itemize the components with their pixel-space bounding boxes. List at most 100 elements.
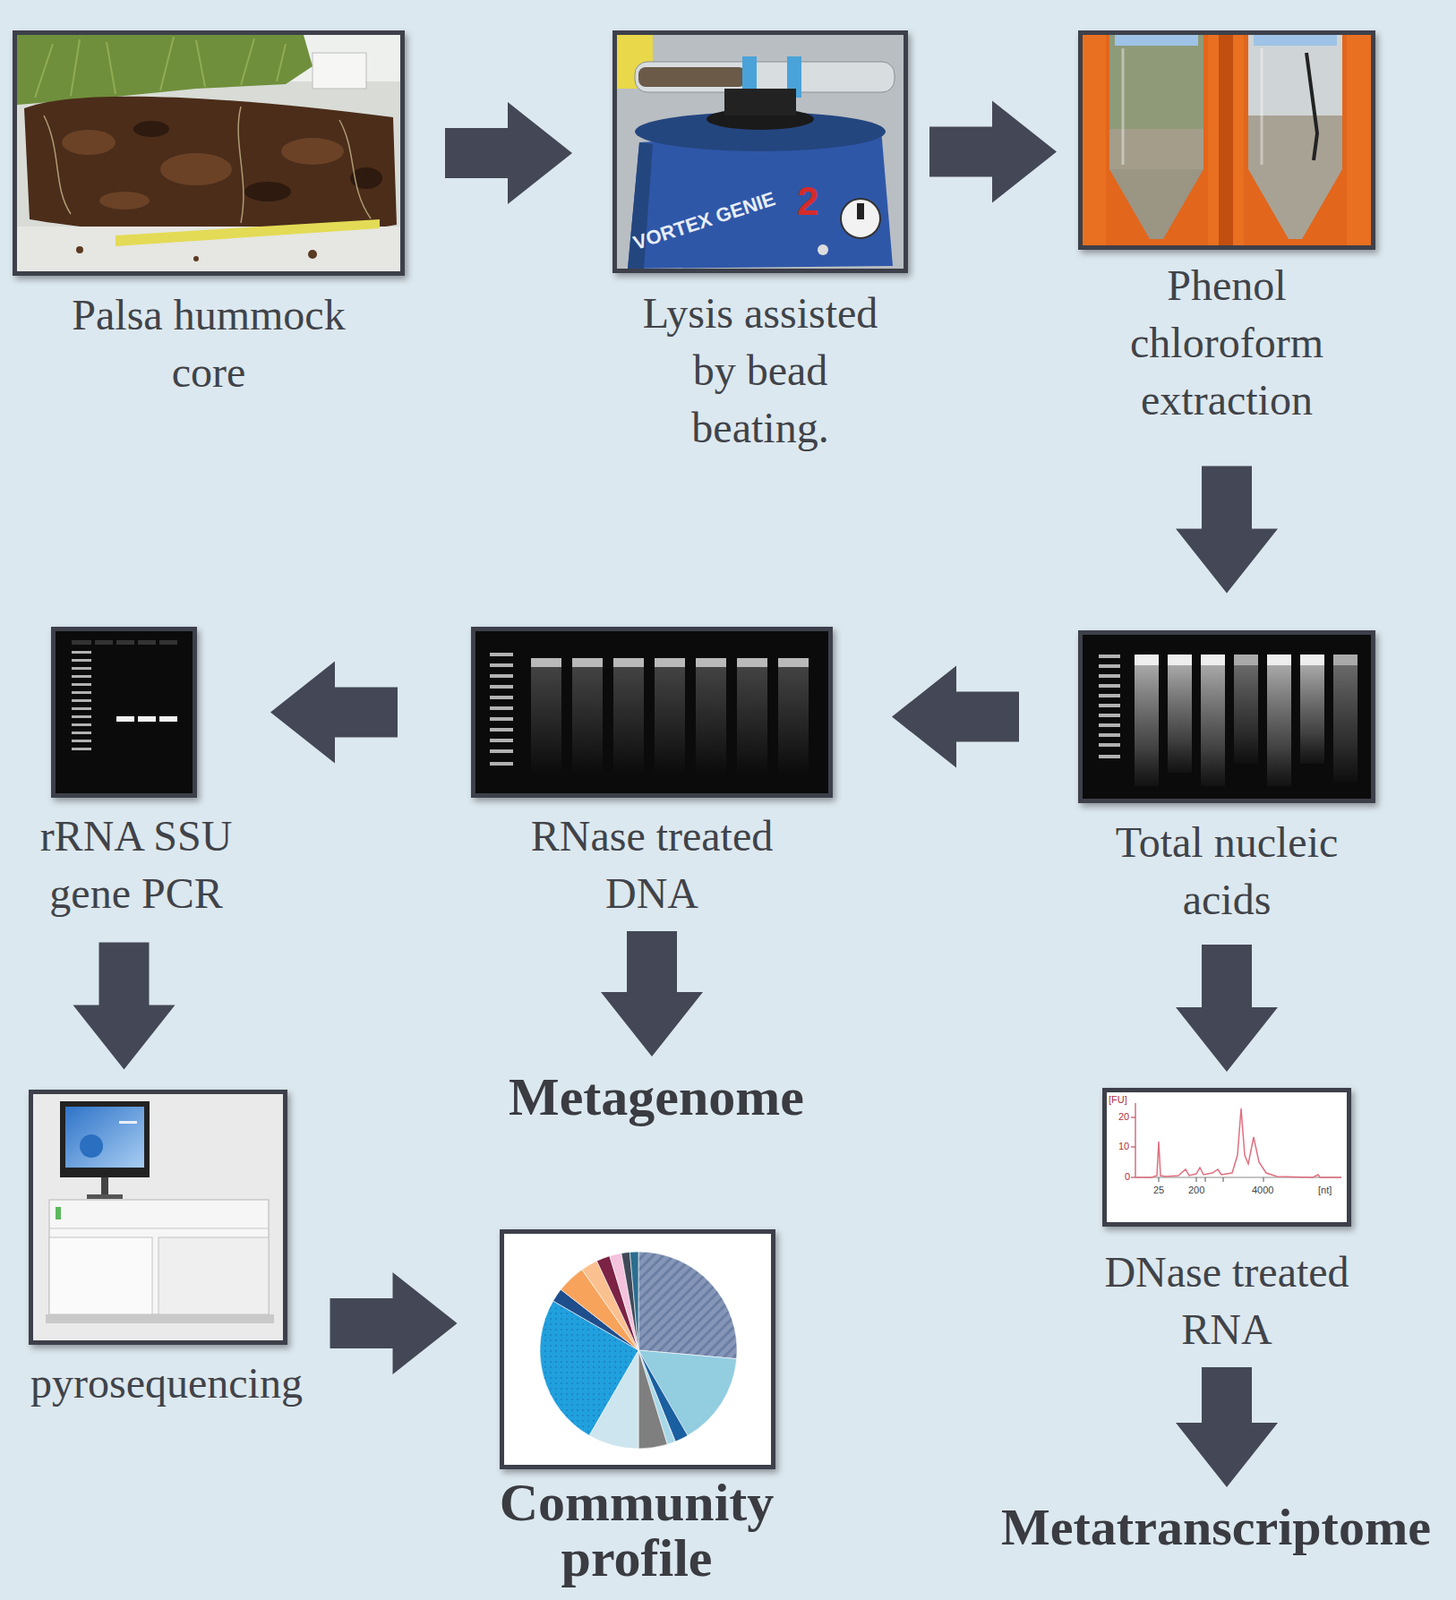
illustration-part — [71, 747, 92, 751]
illustration-part — [1121, 48, 1125, 165]
axis-label: [nt] — [1318, 1184, 1332, 1197]
illustration-part — [1267, 665, 1292, 787]
figure-area — [1102, 1087, 1352, 1227]
illustration-part — [119, 1121, 138, 1124]
electropherogram — [1102, 1087, 1352, 1227]
illustration-part — [76, 246, 317, 262]
step-caption: DNase treated RNA — [1083, 1243, 1371, 1359]
illustration-part — [489, 674, 514, 678]
illustration-part — [24, 96, 397, 236]
illustration-part — [159, 640, 178, 645]
illustration-part — [1130, 1146, 1136, 1148]
illustration-part — [61, 129, 344, 210]
illustration-part — [1260, 48, 1264, 165]
result-title: Metagenome — [477, 1065, 836, 1129]
illustration-part — [70, 39, 80, 96]
illustration-part — [1098, 664, 1121, 669]
illustration-part — [778, 667, 809, 775]
illustration-part — [613, 658, 644, 668]
illustration-part — [43, 115, 71, 215]
figure-node: pyrosequencing — [23, 1089, 310, 1413]
illustration-part — [99, 191, 150, 210]
illustration-part — [572, 667, 603, 775]
axis-label: 200 — [1188, 1184, 1205, 1197]
figure-node: Total nucleic acids — [1078, 630, 1376, 929]
figure-area — [51, 626, 197, 798]
illustration-part — [1205, 1177, 1207, 1182]
illustration-part — [71, 667, 92, 670]
extraction-illustration — [1082, 34, 1371, 246]
illustration-part — [71, 675, 92, 678]
illustration-part — [1218, 34, 1234, 246]
illustration-part — [817, 244, 829, 256]
illustration-part — [489, 652, 514, 766]
pcr-gel-illustration — [55, 631, 193, 794]
illustration-part — [1130, 1176, 1136, 1178]
illustration-part — [193, 256, 199, 262]
illustration-part — [339, 119, 371, 219]
step-caption: Phenol chloroform extraction — [1092, 256, 1362, 429]
illustration-part — [621, 1251, 639, 1351]
illustration-part — [86, 1194, 123, 1200]
figure-node: rRNA SSU gene PCR — [10, 626, 262, 923]
illustration-part — [1098, 684, 1121, 688]
illustration-part — [55, 631, 193, 794]
illustration-part — [137, 716, 156, 722]
illustration-part — [1098, 703, 1121, 708]
illustration-part — [49, 1199, 269, 1315]
block-arrow — [929, 101, 1057, 204]
illustration-part — [840, 198, 881, 239]
illustration-part — [49, 1228, 269, 1230]
illustration-part — [312, 52, 367, 89]
step-caption: Lysis assisted by bead beating. — [634, 284, 886, 457]
illustration-part — [71, 650, 92, 751]
illustration-part — [244, 181, 292, 202]
sequencer-illustration — [33, 1094, 283, 1341]
illustration-part — [489, 728, 514, 732]
illustration-part — [695, 667, 727, 775]
figure-area — [499, 1229, 776, 1470]
result-node: Metatranscriptome — [983, 1496, 1449, 1559]
illustration-part — [160, 153, 232, 186]
illustration-part — [1248, 169, 1343, 240]
block-arrow — [445, 102, 573, 205]
figure-node: RNase treated DNA — [471, 626, 833, 923]
step-caption: Palsa hummock core — [56, 286, 361, 402]
illustration-part — [654, 658, 686, 668]
illustration-part — [1109, 169, 1204, 240]
illustration-part — [158, 1237, 269, 1315]
block-arrow — [1175, 466, 1278, 594]
illustration-part — [1200, 654, 1225, 666]
axis-label: 4000 — [1251, 1184, 1274, 1197]
illustration-part — [1134, 665, 1159, 787]
illustration-part — [1098, 754, 1121, 759]
pie-chart-figure — [499, 1229, 776, 1470]
illustration-part — [34, 36, 286, 98]
illustration-part — [71, 640, 178, 645]
illustration-part — [489, 695, 514, 700]
illustration-part — [137, 640, 156, 645]
illustration-part — [1223, 1177, 1225, 1182]
illustration-part — [115, 219, 380, 247]
illustration-part — [71, 739, 92, 743]
illustration-part — [489, 706, 514, 711]
illustration-part — [240, 38, 255, 86]
illustration-part — [1263, 1177, 1265, 1182]
illustration-part — [308, 249, 317, 259]
illustration-part — [196, 40, 206, 87]
illustration-part — [1130, 1116, 1136, 1118]
illustration-part — [695, 658, 727, 668]
illustration-part — [238, 106, 244, 223]
illustration-part — [638, 1350, 668, 1449]
figure-area — [1078, 630, 1376, 804]
figure-area — [471, 626, 833, 798]
illustration-part — [1130, 1117, 1136, 1178]
illustration-part — [1134, 654, 1159, 666]
illustration-part — [116, 640, 135, 645]
illustration-part — [1196, 1177, 1198, 1182]
result-node: Metagenome — [477, 1065, 836, 1129]
illustration-part — [1098, 674, 1121, 678]
step-caption: pyrosequencing — [23, 1354, 310, 1413]
illustration-part — [1233, 665, 1259, 764]
illustration-part — [1082, 34, 1371, 246]
